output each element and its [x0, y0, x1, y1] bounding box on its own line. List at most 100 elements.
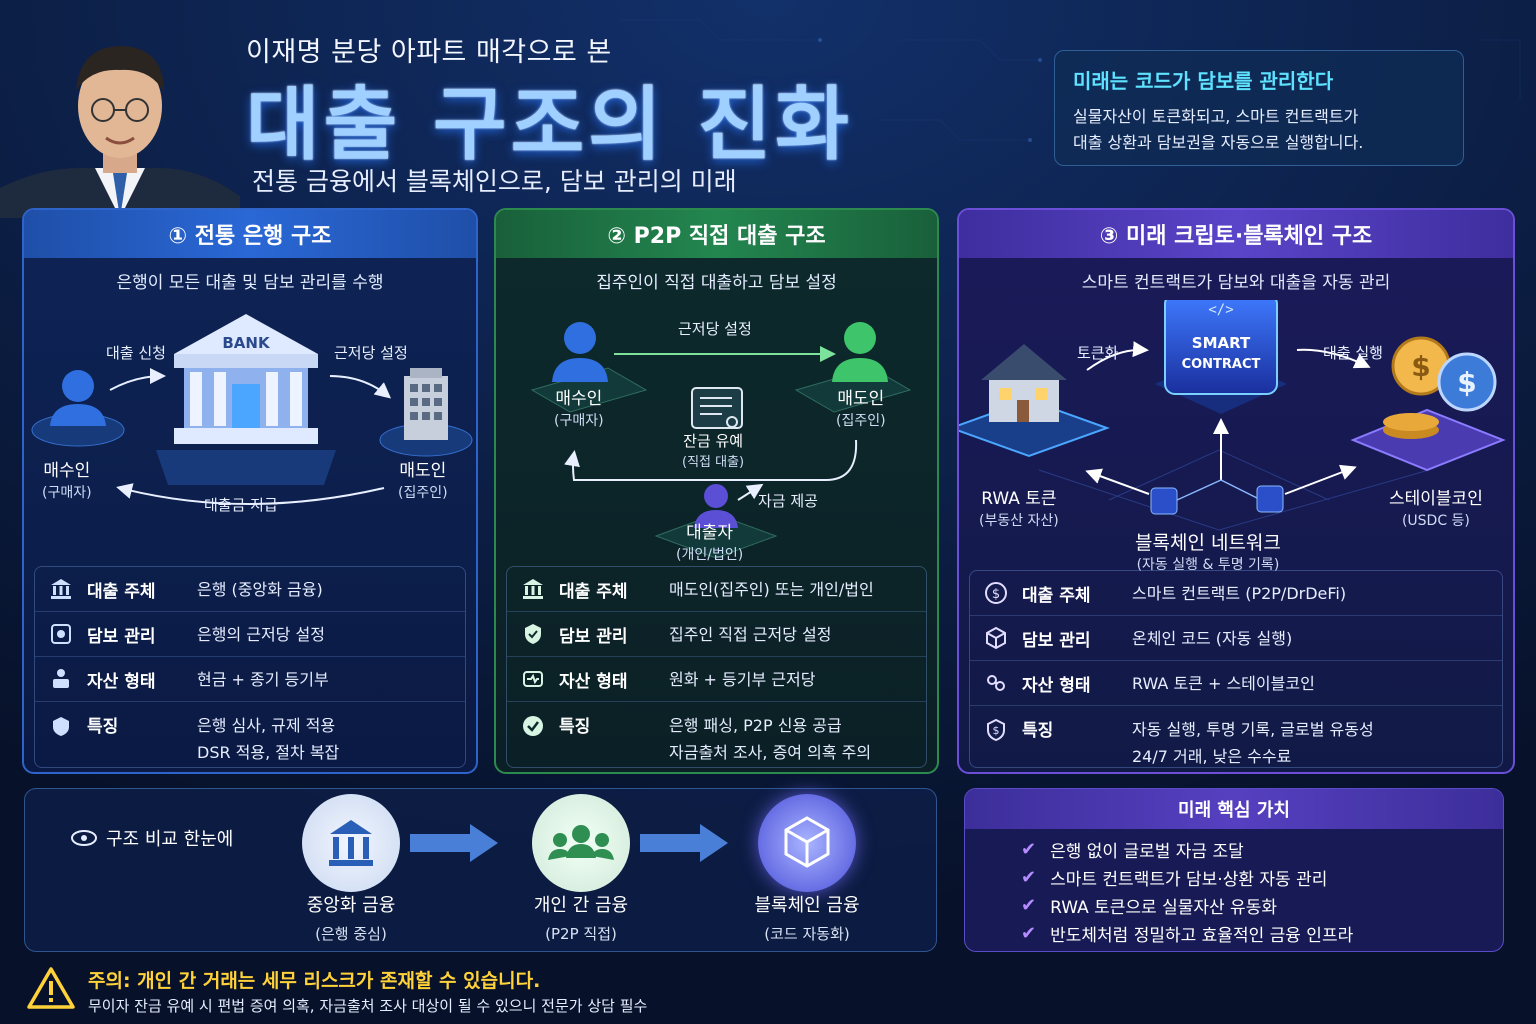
row-value: 스마트 컨트랙트 (P2P/DrDeFi) — [1132, 580, 1346, 607]
table-row: 대출 주체 매도인(집주인) 또는 개인/법인 — [507, 567, 926, 612]
row-key: 자산 형태 — [1022, 675, 1091, 696]
core-values-title: 미래 핵심 가치 — [965, 789, 1503, 829]
comparison-label: 블록체인 금융 (코드 자동화) — [717, 892, 897, 948]
row-value-line: 은행 심사, 규제 적용 — [197, 716, 336, 735]
blockchain-circle — [758, 794, 856, 892]
page-title: 대출 구조의 진화 — [246, 78, 853, 171]
row-value: RWA 토큰 + 스테이블코인 — [1132, 670, 1315, 697]
row-value: 집주인 직접 근저당 설정 — [669, 621, 831, 648]
blockchain-diagram: </> SMART CONTRACT $ $ — [959, 300, 1506, 531]
panel-title: ① 전통 은행 구조 — [24, 210, 476, 258]
label-mortgage-set: 근저당 설정 — [334, 344, 408, 362]
list-item: ✔ 스마트 컨트랙트가 담보·상환 자동 관리 — [1021, 865, 1327, 890]
table-row: 자산 형태 현금 + 종기 등기부 — [35, 657, 465, 702]
table-row: 담보 관리 은행의 근저당 설정 — [35, 612, 465, 657]
callout-title: 미래는 코드가 담보를 관리한다 — [1073, 69, 1334, 93]
stable-name: 스테이블코인 — [1389, 489, 1483, 509]
svg-text:$: $ — [1457, 366, 1476, 399]
info-table: 대출 주체 매도인(집주인) 또는 개인/법인 담보 관리 집주인 직접 근저당… — [506, 566, 927, 768]
person-portrait — [0, 46, 240, 218]
comparison-title: 구조 비교 한눈에 — [70, 825, 233, 851]
panel-subtitle: 스마트 컨트랙트가 담보와 대출을 자동 관리 — [1081, 273, 1391, 293]
cube-label-line2: CONTRACT — [1182, 357, 1261, 372]
label-lender: 대출자(개인/법인) — [676, 522, 743, 566]
svg-text:$: $ — [1411, 350, 1430, 383]
comparison-label-text: 블록체인 금융 — [754, 895, 860, 916]
feature-icon — [47, 712, 75, 740]
comparison-sub-text: (코드 자동화) — [764, 925, 850, 943]
deferred-name: 잔금 유예 — [683, 432, 744, 450]
seller-sub: (집주인) — [398, 485, 448, 501]
bank-sign: BANK — [222, 334, 271, 352]
row-value-line: 자동 실행, 투명 기록, 글로벌 유동성 — [1132, 720, 1374, 739]
row-key: 특징 — [1022, 721, 1054, 741]
smart-contract-cube-icon: </> SMART CONTRACT — [1164, 300, 1278, 395]
row-key: 담보 관리 — [559, 626, 628, 647]
info-table: 대출 주체 은행 (중앙화 금융) 담보 관리 은행의 근저당 설정 자산 형태… — [34, 566, 466, 768]
label-stablecoin: 스테이블코인 (USDC 등) — [1389, 488, 1483, 532]
coin-stack-icon: $ $ — [1383, 336, 1497, 439]
label-execute: 대출 실행 — [1323, 344, 1383, 362]
seller-name: 매도인 — [399, 461, 447, 481]
rwa-sub: (부동산 자산) — [979, 513, 1059, 529]
row-value-line: 은행의 근저당 설정 — [197, 624, 325, 644]
row-key: 담보 관리 — [1022, 630, 1091, 651]
comparison-label-text: 중앙화 금융 — [306, 895, 396, 916]
row-key: 자산 형태 — [87, 671, 156, 692]
info-table: $ 대출 주체 스마트 컨트랙트 (P2P/DrDeFi) 담보 관리 온체인 … — [969, 570, 1503, 768]
comparison-label: 중앙화 금융 (은행 중심) — [261, 892, 441, 948]
eye-icon — [71, 830, 97, 846]
table-row: 담보 관리 집주인 직접 근저당 설정 — [507, 612, 926, 657]
header-subtitle: 이재명 분당 아파트 매각으로 본 — [246, 37, 612, 68]
warning-title: 주의: 개인 간 거래는 세무 리스크가 존재할 수 있습니다. — [88, 970, 541, 992]
comparison-sub-text: (은행 중심) — [315, 925, 387, 943]
callout-line: 실물자산이 토큰화되고, 스마트 컨트랙트가 — [1073, 107, 1359, 126]
row-key: 특징 — [87, 717, 119, 737]
row-value-line: DSR 적용, 절차 복잡 — [197, 743, 340, 762]
contract-document-icon — [691, 387, 743, 429]
table-row: 자산 형태 RWA 토큰 + 스테이블코인 — [970, 661, 1502, 706]
row-value: 온체인 코드 (자동 실행) — [1132, 625, 1292, 652]
row-key: 대출 주체 — [559, 581, 628, 602]
blockchain-cube-icon — [784, 816, 830, 868]
table-row: 담보 관리 온체인 코드 (자동 실행) — [970, 616, 1502, 661]
comparison-sub-text: (P2P 직접) — [545, 925, 617, 943]
p2p-diagram — [530, 322, 912, 559]
warning-description: 무이자 잔금 유예 시 편법 증여 의혹, 자금출처 조사 대상이 될 수 있으… — [88, 997, 648, 1015]
panel-crypto-blockchain: ③ 미래 크립토·블록체인 구조 스마트 컨트랙트가 담보와 대출을 자동 관리… — [957, 208, 1515, 774]
label-tokenize: 토큰화 — [1077, 344, 1119, 362]
buyer-sub: (구매자) — [554, 413, 604, 429]
row-value-line: 집주인 직접 근저당 설정 — [669, 624, 832, 644]
row-value-line: 현금 + 종기 등기부 — [197, 669, 329, 689]
stable-sub: (USDC 등) — [1401, 513, 1470, 529]
label-seller: 매도인 (집주인) — [398, 460, 448, 504]
arrow-right-icon — [640, 824, 728, 862]
panel-p2p-loan: ② P2P 직접 대출 구조 집주인이 직접 대출하고 담보 설정 — [494, 208, 939, 774]
row-value-line: 원화 + 등기부 근저당 — [669, 669, 816, 689]
list-item: ✔RWA 토큰으로 실물자산 유동화 — [1021, 893, 1277, 918]
label-deferred: 잔금 유예(직접 대출) — [682, 430, 744, 474]
row-key: 자산 형태 — [559, 671, 628, 692]
check-icon: ✔ — [1021, 867, 1037, 888]
row-value-line: 자금출처 조사, 증여 의혹 주의 — [669, 743, 872, 762]
comparison-title-text: 구조 비교 한눈에 — [106, 829, 234, 850]
comparison-label: 개인 간 금융(P2P 직접) — [491, 892, 671, 948]
table-row: 자산 형태 원화 + 등기부 근저당 — [507, 657, 926, 702]
callout-box: 미래는 코드가 담보를 관리한다 실물자산이 토큰화되고, 스마트 컨트랙트가 … — [1054, 50, 1464, 166]
list-item-text: 스마트 컨트랙트가 담보·상환 자동 관리 — [1050, 870, 1328, 890]
label-buyer: 매수인(구매자) — [554, 388, 604, 432]
row-value-line: RWA 토큰 + 스테이블코인 — [1132, 673, 1315, 693]
panel-subtitle: 집주인이 직접 대출하고 담보 설정 — [596, 273, 837, 293]
check-icon: ✔ — [1021, 895, 1037, 916]
list-item-text: 반도체처럼 정밀하고 효율적인 금융 인프라 — [1050, 926, 1354, 946]
svg-text:</>: </> — [1208, 302, 1233, 318]
p2p-circle — [532, 794, 630, 892]
row-value-line: 은행 패싱, P2P 신용 공급 — [669, 716, 842, 735]
row-value-line: 온체인 코드 (자동 실행) — [1132, 628, 1293, 648]
label-buyer: 매수인(구매자) — [42, 460, 92, 504]
buyer-person-icon — [552, 322, 608, 382]
panel-subtitle: 은행이 모든 대출 및 담보 관리를 수행 — [116, 273, 384, 293]
